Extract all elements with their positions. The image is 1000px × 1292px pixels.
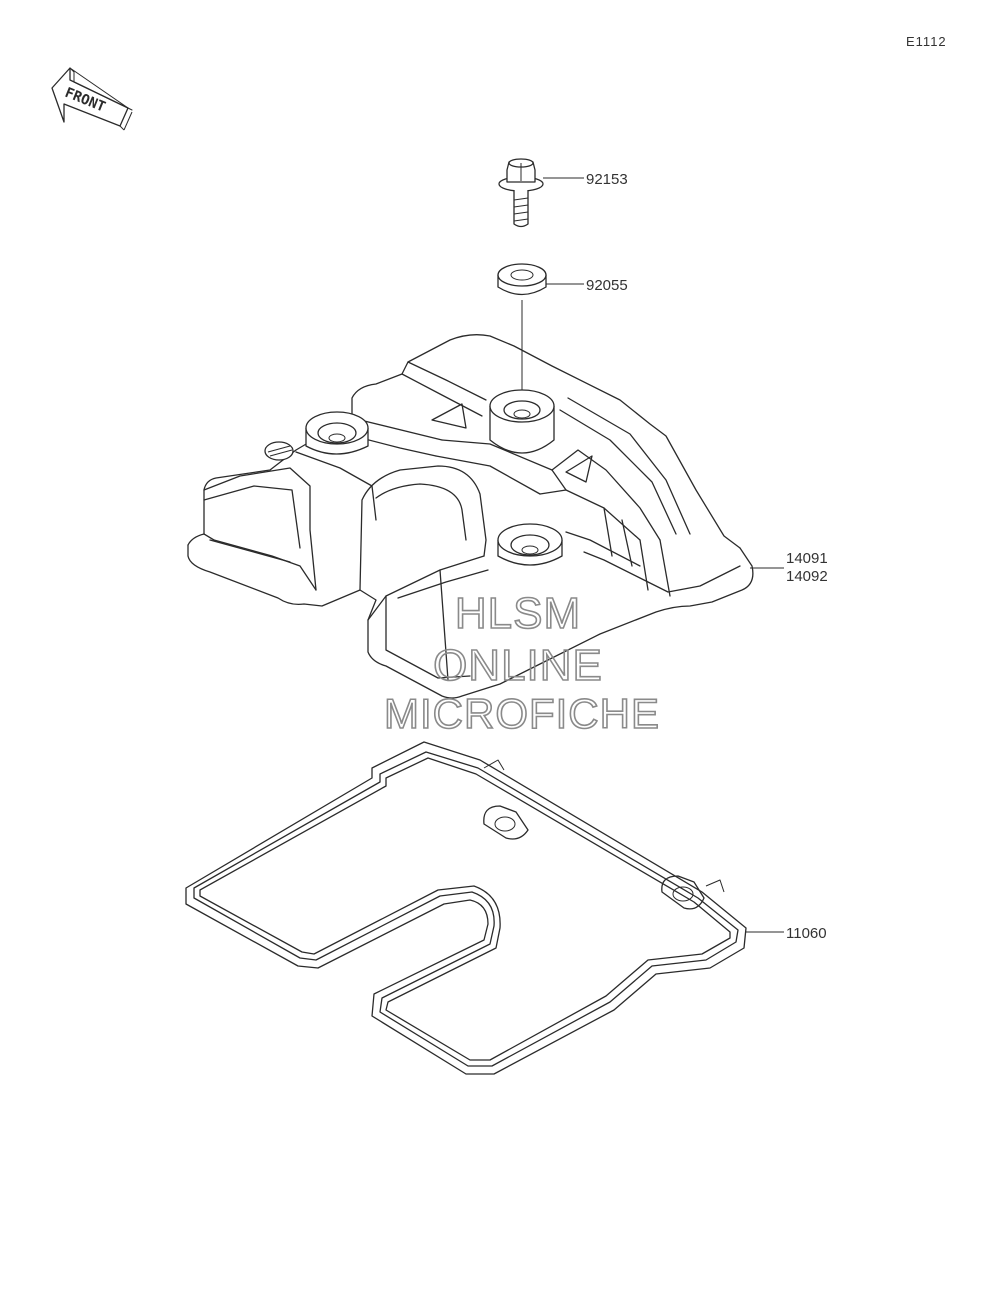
part-label-92153: 92153 [586, 171, 628, 188]
watermark-line-2: ONLINE [433, 641, 603, 690]
part-label-14092: 14092 [786, 568, 828, 585]
grommet-92055 [497, 263, 547, 395]
part-label-92055: 92055 [586, 277, 628, 294]
watermark: HLSM ONLINE MICROFICHE [383, 588, 660, 738]
gasket-11060 [185, 741, 747, 1075]
front-arrow-icon: FRONT [51, 67, 133, 131]
part-label-14091: 14091 [786, 550, 828, 567]
watermark-line-1: HLSM [455, 589, 581, 638]
part-label-11060: 11060 [786, 925, 827, 942]
bolt-92153 [498, 158, 544, 228]
watermark-line-3: MICROFICHE [384, 690, 660, 737]
diagram-ref-code: E1112 [906, 34, 947, 49]
cylinder-head-cover [187, 334, 754, 699]
